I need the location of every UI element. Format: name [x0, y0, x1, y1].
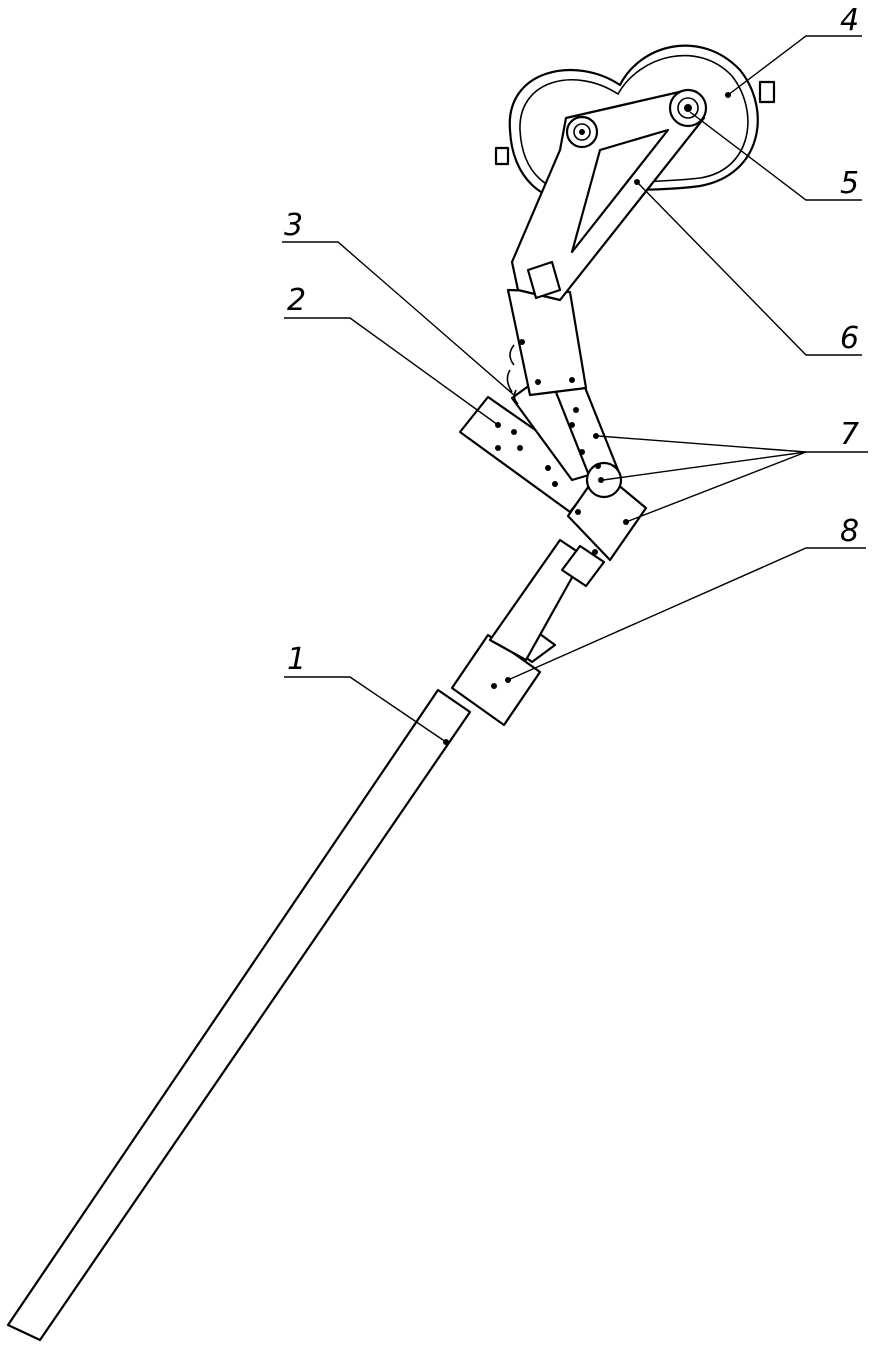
callout-3: 3	[284, 208, 303, 243]
callout-4: 4	[840, 3, 859, 38]
angle-connector	[458, 395, 648, 562]
callout-2: 2	[287, 283, 306, 318]
callout-1: 1	[287, 642, 306, 677]
callout-7: 7	[840, 417, 859, 452]
callout-8: 8	[840, 514, 859, 549]
triangle-frame	[510, 88, 706, 302]
callout-5: 5	[840, 166, 859, 201]
callout-labels: 1 2 3 4 5 6 7 8	[284, 3, 859, 677]
callout-6: 6	[840, 321, 859, 356]
leader-lines	[282, 35, 868, 743]
arm-bracket	[506, 288, 588, 405]
pole	[6, 688, 472, 1342]
upper-tube	[488, 538, 606, 662]
